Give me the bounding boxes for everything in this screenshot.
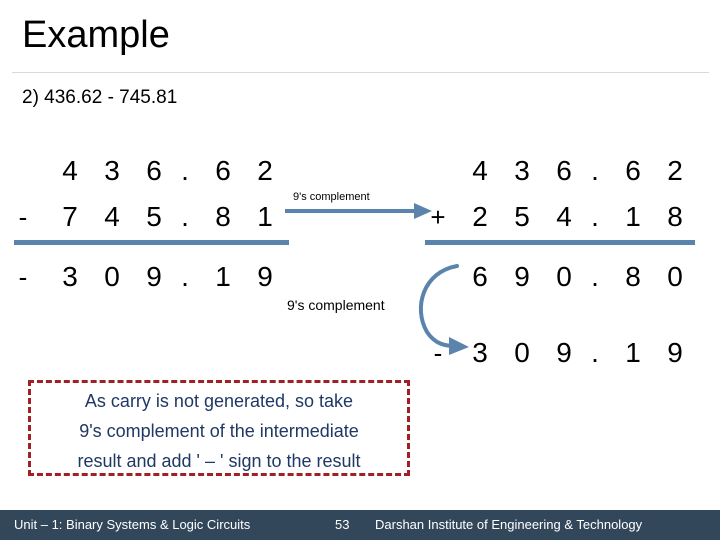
digit-cell: 1	[625, 337, 641, 368]
table-row: - 3 0 9 . 1 9	[0, 254, 300, 300]
digit-cell: 1	[215, 261, 231, 292]
decimal-point: .	[181, 155, 189, 186]
digit-cell: 1	[625, 201, 641, 232]
title-divider	[12, 72, 709, 73]
note-callout-box: As carry is not generated, so take 9's c…	[28, 380, 410, 476]
digit-cell: 9	[514, 261, 530, 292]
digit-cell: 7	[62, 201, 78, 232]
annotation-label-nines-complement-top: 9's complement	[293, 191, 370, 203]
footer-unit-label: Unit – 1: Binary Systems & Logic Circuit…	[14, 517, 251, 532]
curved-arrow-icon	[418, 264, 469, 355]
straight-arrow-icon	[285, 203, 432, 219]
digit-cell: 2	[472, 201, 488, 232]
digit-cell: 4	[62, 155, 78, 186]
decimal-point: .	[591, 201, 599, 232]
digit-cell: 8	[625, 261, 641, 292]
digit-cell: 0	[514, 337, 530, 368]
digit-cell: 0	[556, 261, 572, 292]
table-row: - 3 0 9 . 1 9	[415, 330, 715, 376]
row-sign: -	[18, 202, 28, 232]
digit-cell: 6	[556, 155, 572, 186]
calc-separator-line-left	[14, 240, 289, 245]
digit-cell: 2	[667, 155, 683, 186]
row-sign: -	[433, 338, 443, 368]
page-title: Example	[22, 14, 170, 56]
table-row: + 2 5 4 . 1 8	[415, 194, 715, 240]
digit-cell: 6	[146, 155, 162, 186]
table-row: 4 3 6 . 6 2	[0, 148, 300, 194]
annotation-label-nines-complement-bottom: 9's complement	[287, 297, 385, 313]
note-line: As carry is not generated, so take	[84, 391, 354, 411]
digit-cell: 3	[62, 261, 78, 292]
digit-cell: 9	[667, 337, 683, 368]
calculation-block-left: 4 3 6 . 6 2 - 7 4 5 . 8 1 - 3 0 9 . 1 9	[0, 148, 300, 300]
digit-cell: 5	[514, 201, 530, 232]
decimal-point: .	[181, 201, 189, 232]
problem-statement: 2) 436.62 - 745.81	[22, 87, 178, 108]
digit-cell: 6	[625, 155, 641, 186]
footer-page-number: 53	[335, 517, 350, 532]
digit-cell: 6	[472, 261, 488, 292]
digit-cell: 4	[104, 201, 120, 232]
row-sign: -	[18, 262, 28, 292]
footer-institute-label: Darshan Institute of Engineering & Techn…	[375, 517, 643, 532]
table-row: 4 3 6 . 6 2	[415, 148, 715, 194]
calculation-block-right: 4 3 6 . 6 2 + 2 5 4 . 1 8 6 9 0 . 8 0 - …	[415, 148, 715, 376]
table-row: 6 9 0 . 8 0	[415, 254, 715, 300]
decimal-point: .	[591, 155, 599, 186]
digit-cell: 8	[215, 201, 231, 232]
digit-cell: 9	[146, 261, 162, 292]
row-sign: +	[430, 202, 446, 232]
decimal-point: .	[591, 261, 599, 292]
table-row: - 7 4 5 . 8 1	[0, 194, 300, 240]
decimal-point: .	[591, 337, 599, 368]
digit-cell: 3	[104, 155, 120, 186]
digit-cell: 0	[104, 261, 120, 292]
digit-cell: 1	[257, 201, 273, 232]
digit-cell: 2	[257, 155, 273, 186]
digit-cell: 4	[472, 155, 488, 186]
digit-cell: 3	[472, 337, 488, 368]
digit-cell: 6	[215, 155, 231, 186]
note-line: 9's complement of the intermediate	[79, 421, 359, 441]
digit-cell: 4	[556, 201, 572, 232]
decimal-point: .	[181, 261, 189, 292]
footer-bar: Unit – 1: Binary Systems & Logic Circuit…	[0, 510, 720, 540]
digit-cell: 5	[146, 201, 162, 232]
digit-cell: 0	[667, 261, 683, 292]
note-line: result and add ' – ' sign to the result	[77, 451, 361, 471]
calc-separator-line-right	[425, 240, 695, 245]
digit-cell: 3	[514, 155, 530, 186]
digit-cell: 9	[556, 337, 572, 368]
digit-cell: 8	[667, 201, 683, 232]
digit-cell: 9	[257, 261, 273, 292]
